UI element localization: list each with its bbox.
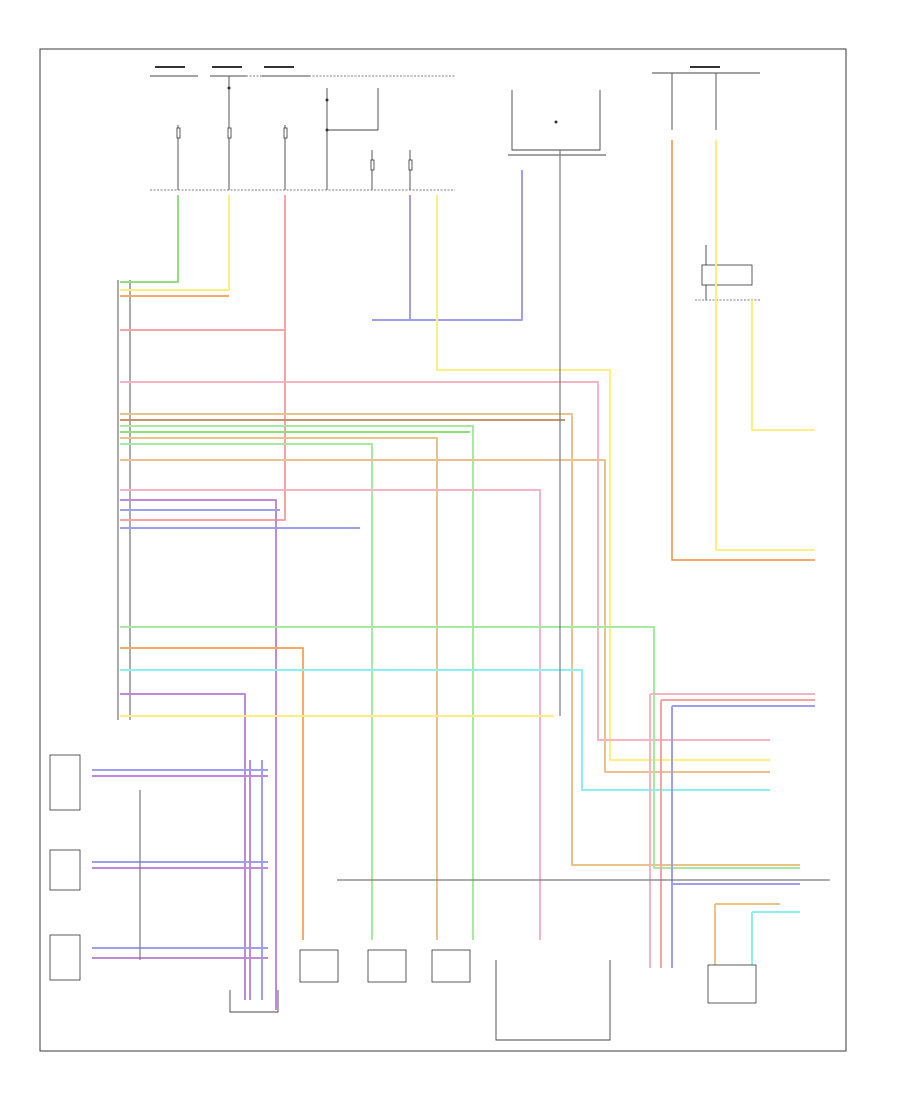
- bottom-components: [229, 949, 757, 1041]
- relay-box: [508, 90, 606, 156]
- power-sources: [150, 66, 760, 77]
- component-4: [707, 964, 757, 1004]
- diagram-frame: [39, 48, 847, 1052]
- component-2: [367, 949, 407, 983]
- component-3: [431, 949, 471, 983]
- left-switches: [49, 754, 81, 981]
- component-1: [299, 949, 339, 983]
- fuse-block: [150, 76, 455, 191]
- wire-harness: [92, 140, 830, 1010]
- right-fuses: [671, 73, 760, 301]
